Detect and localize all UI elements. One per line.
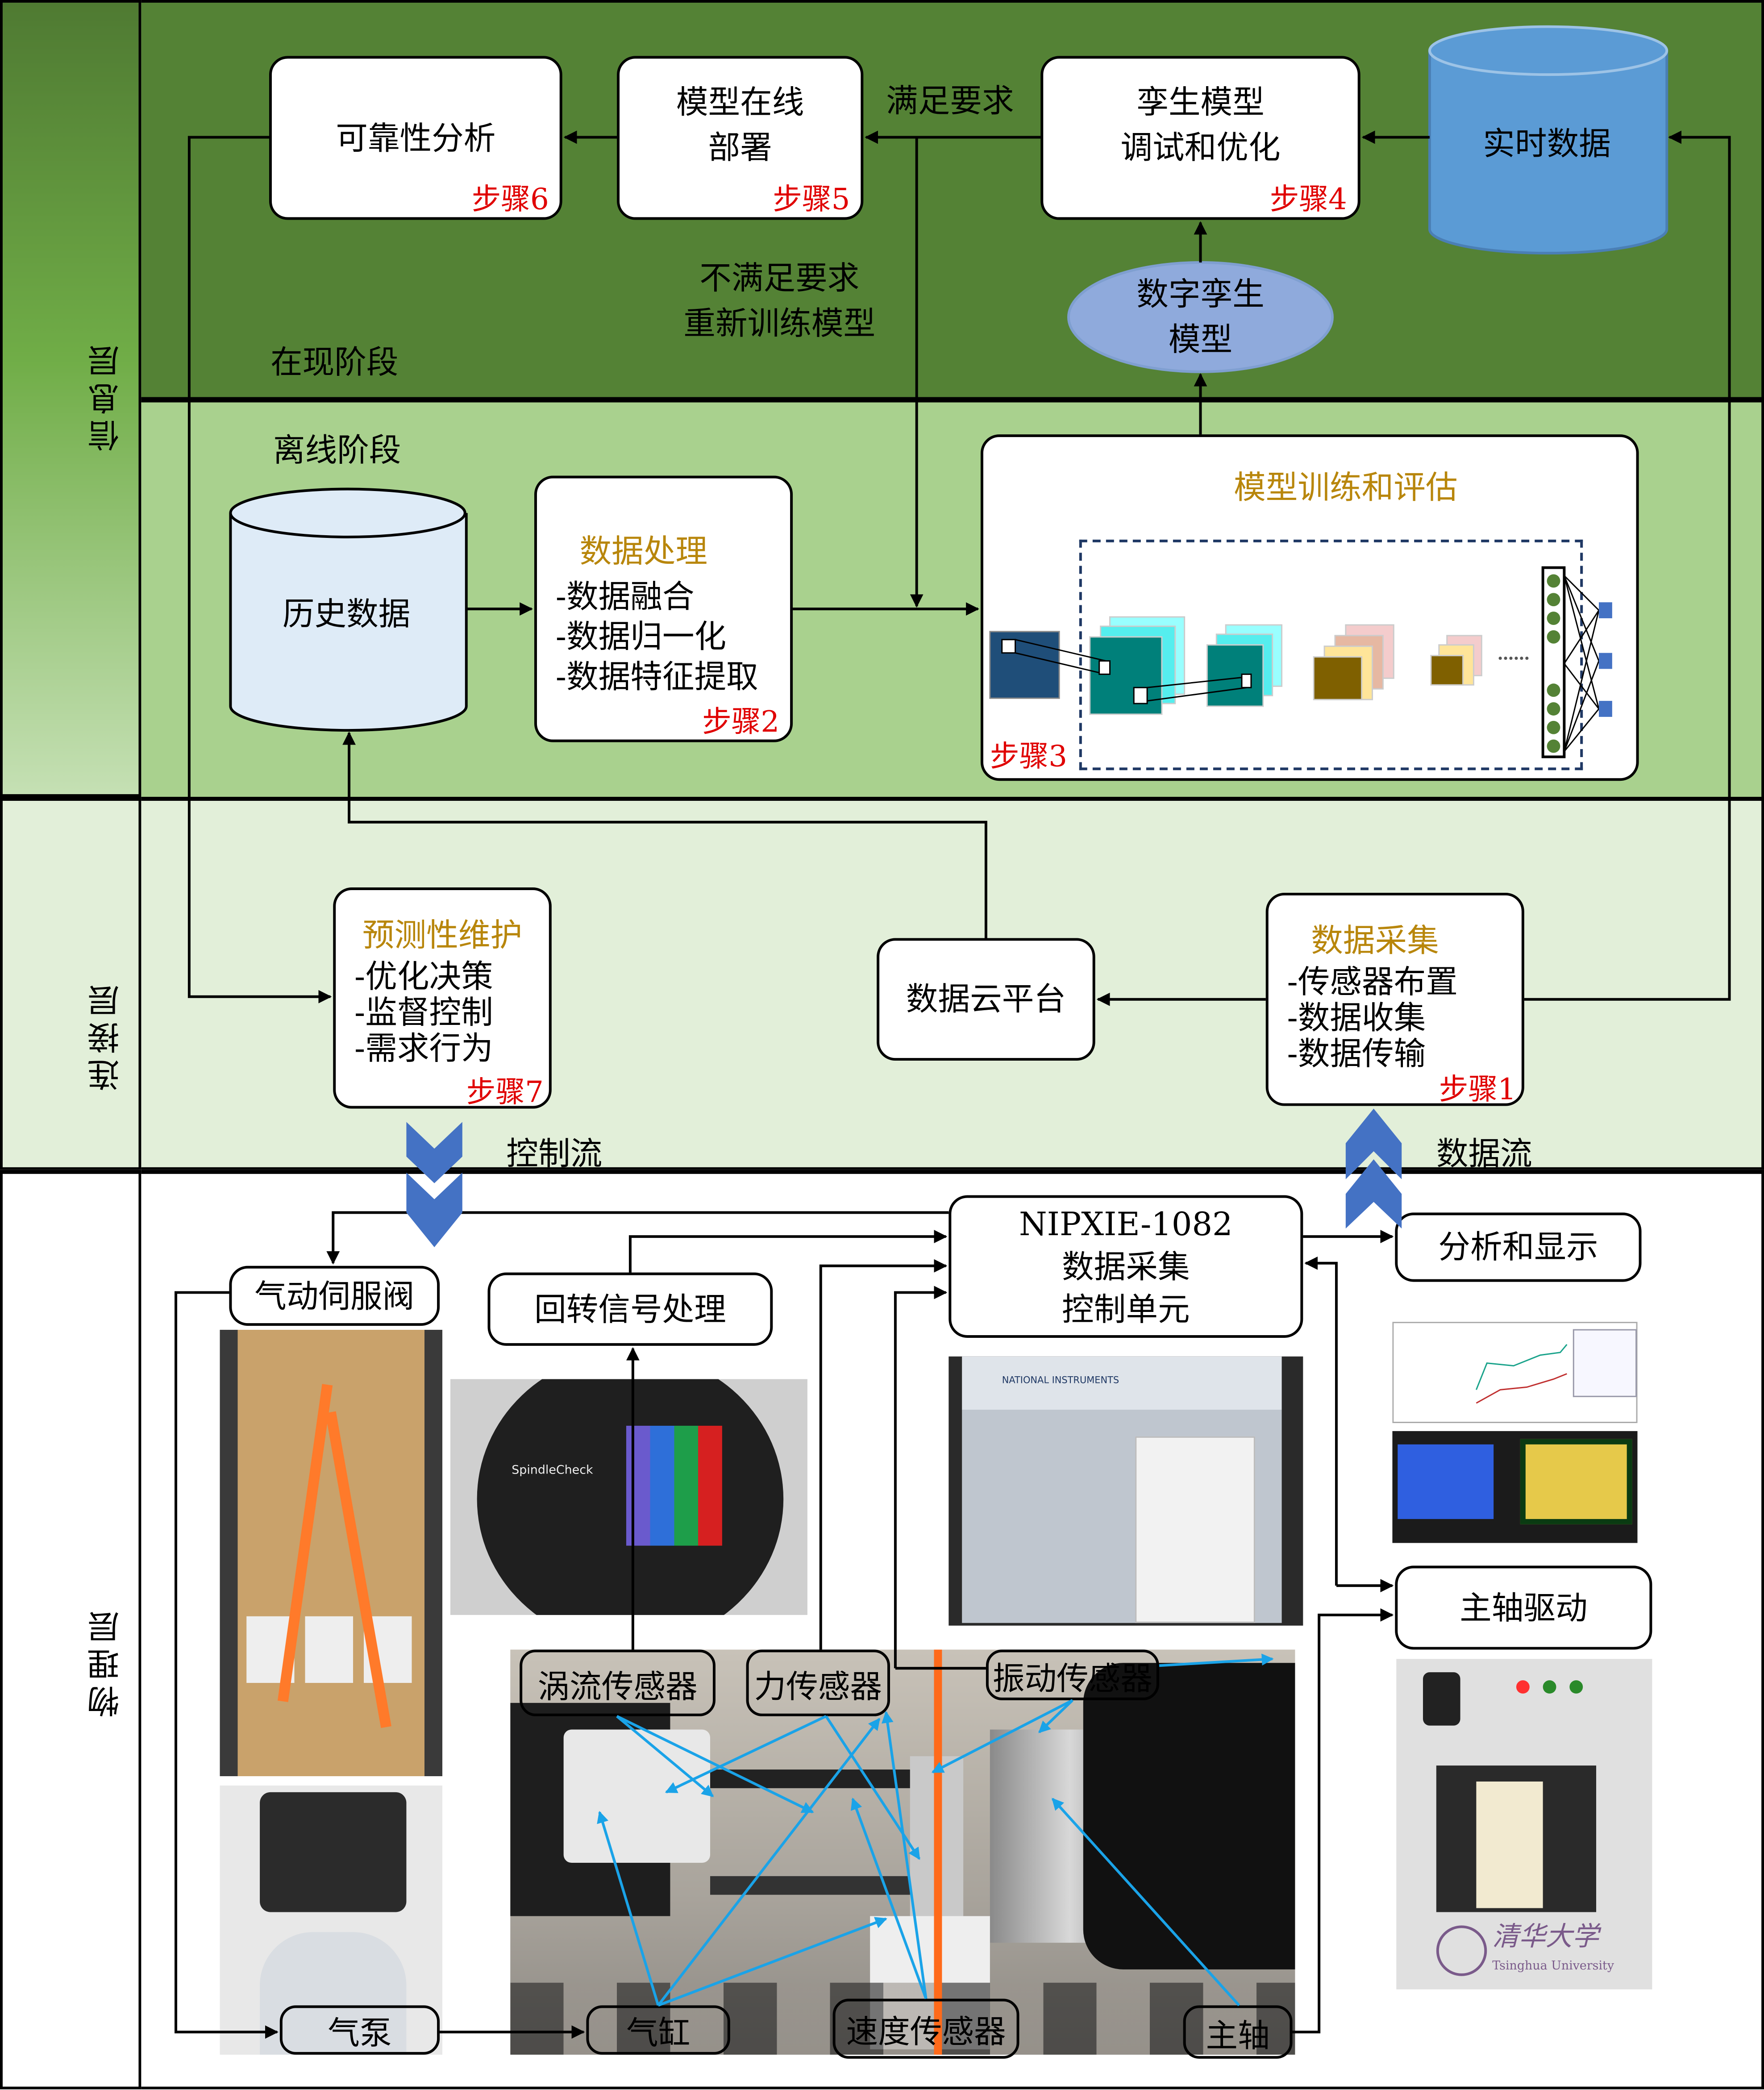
twin-tune-line2: 调试和优化 xyxy=(1120,129,1281,166)
offline-stage-label: 离线阶段 xyxy=(273,432,401,469)
ni-acquisition-unit-box: NIPXIE-1082 数据采集 控制单元 xyxy=(949,1195,1303,1338)
step-4-label: 步骤4 xyxy=(1269,183,1347,217)
vibration-sensor-label: 振动传感器 xyxy=(986,1649,1159,1700)
deploy-line2: 部署 xyxy=(708,129,772,166)
acquisition-item: -传感器布置 xyxy=(1287,963,1458,1001)
spindle-drive-label: 主轴驱动 xyxy=(1460,1589,1588,1627)
label-column-info xyxy=(0,0,141,797)
speed-sensor-label: 速度传感器 xyxy=(832,1998,1019,2059)
processing-item: -数据归一化 xyxy=(555,618,727,656)
digital-twin-line1: 数字孪生 xyxy=(1136,275,1265,313)
software-chart-thumbnail xyxy=(1475,1329,1637,1404)
tsinghua-name: 清华大学 xyxy=(1492,1920,1599,1953)
step-3-label: 步骤3 xyxy=(990,741,1067,774)
info-layer-label: 信息层 xyxy=(88,340,125,452)
processing-item: -数据特征提取 xyxy=(555,658,758,696)
air-pump-label: 气泵 xyxy=(279,2005,440,2055)
satisfied-label: 满足要求 xyxy=(886,83,1014,120)
rotary-signal-box: 回转信号处理 xyxy=(487,1272,773,1346)
predictive-maintenance-box: 预测性维护 -优化决策 -监督控制 -需求行为 步骤7 xyxy=(333,887,552,1109)
cloud-platform-label: 数据云平台 xyxy=(906,980,1066,1018)
tsinghua-name-en: Tsinghua University xyxy=(1492,1960,1614,1973)
unsatisfied-line1: 不满足要求 xyxy=(699,260,860,297)
processing-item: -数据融合 xyxy=(555,578,695,616)
model-training-title: 模型训练和评估 xyxy=(1234,469,1458,507)
eddy-sensor-label: 涡流传感器 xyxy=(520,1649,716,1716)
spindlecheck-brand: SpindleCheck xyxy=(512,1464,593,1478)
step-1-label: 步骤1 xyxy=(1439,1074,1516,1107)
cloud-platform-box: 数据云平台 xyxy=(877,938,1095,1061)
online-stage-label: 在现阶段 xyxy=(270,344,399,381)
ni-unit-line1: NIPXIE-1082 xyxy=(1019,1205,1233,1243)
reliability-analysis-box: 可靠性分析 步骤6 xyxy=(269,56,562,220)
step-5-label: 步骤5 xyxy=(773,183,850,217)
unsatisfied-label: 不满足要求 重新训练模型 xyxy=(660,256,899,346)
analysis-display-box: 分析和显示 xyxy=(1395,1212,1642,1282)
servo-valve-label: 气动伺服阀 xyxy=(254,1277,415,1315)
step-7-label: 步骤7 xyxy=(466,1076,544,1110)
unsatisfied-line2: 重新训练模型 xyxy=(683,305,876,343)
spindle-label: 主轴 xyxy=(1183,2005,1293,2059)
force-sensor-label: 力传感器 xyxy=(746,1649,890,1716)
connection-layer-label: 连接层 xyxy=(88,979,125,1091)
predictive-maintenance-title: 预测性维护 xyxy=(362,916,523,954)
servo-valve-photo xyxy=(220,1330,443,1777)
control-flow-label: 控制流 xyxy=(506,1135,603,1173)
analysis-screens-photo xyxy=(1392,1322,1638,1543)
digital-twin-label: 数字孪生 模型 xyxy=(1069,272,1332,362)
ni-unit-line3: 控制单元 xyxy=(1062,1290,1190,1328)
physical-layer-label: 物理层 xyxy=(88,1605,125,1718)
deploy-line1: 模型在线 xyxy=(676,83,804,121)
analysis-display-label: 分析和显示 xyxy=(1438,1228,1598,1266)
rotary-signal-label: 回转信号处理 xyxy=(534,1290,726,1328)
data-processing-box: 数据处理 -数据融合 -数据归一化 -数据特征提取 步骤2 xyxy=(534,475,793,742)
spindle-drive-cabinet-photo: 清华大学 Tsinghua University xyxy=(1396,1659,1652,1990)
twin-tune-line1: 孪生模型 xyxy=(1136,83,1265,121)
cnn-diagram xyxy=(989,566,1612,758)
history-data-label: 历史数据 xyxy=(282,595,411,633)
digital-twin-line2: 模型 xyxy=(1168,321,1233,358)
tsinghua-logo: 清华大学 Tsinghua University xyxy=(1436,1920,1636,1986)
spindle-drive-box: 主轴驱动 xyxy=(1395,1565,1652,1650)
twin-tuning-box: 孪生模型 调试和优化 步骤4 xyxy=(1040,56,1360,220)
ni-unit-line2: 数据采集 xyxy=(1062,1248,1190,1286)
model-deploy-box: 模型在线 部署 步骤5 xyxy=(617,56,864,220)
realtime-data-label: 实时数据 xyxy=(1483,125,1611,163)
step-2-label: 步骤2 xyxy=(702,706,780,740)
acquisition-item: -数据收集 xyxy=(1287,999,1426,1037)
data-acquisition-title: 数据采集 xyxy=(1311,922,1439,960)
data-acquisition-box: 数据采集 -传感器布置 -数据收集 -数据传输 步骤1 xyxy=(1265,892,1524,1107)
label-column-connection xyxy=(0,797,141,1170)
data-flow-label: 数据流 xyxy=(1436,1135,1532,1173)
spindlecheck-photo: SpindleCheck xyxy=(450,1379,807,1615)
model-training-box: 模型训练和评估 步骤3 xyxy=(980,434,1639,781)
label-column-physical xyxy=(0,1170,141,2090)
reliability-label: 可靠性分析 xyxy=(336,119,496,157)
maintenance-item: -优化决策 xyxy=(354,958,493,995)
maintenance-item: -需求行为 xyxy=(354,1030,493,1067)
maintenance-item: -监督控制 xyxy=(354,994,493,1032)
data-processing-title: 数据处理 xyxy=(579,533,708,570)
servo-valve-box: 气动伺服阀 xyxy=(229,1266,440,1326)
acquisition-item: -数据传输 xyxy=(1287,1035,1426,1073)
step-6-label: 步骤6 xyxy=(471,183,549,217)
ni-brand: NATIONAL INSTRUMENTS xyxy=(1002,1375,1119,1386)
cylinder-label: 气缸 xyxy=(586,2005,730,2055)
ni-chassis-photo: NATIONAL INSTRUMENTS xyxy=(949,1356,1303,1626)
